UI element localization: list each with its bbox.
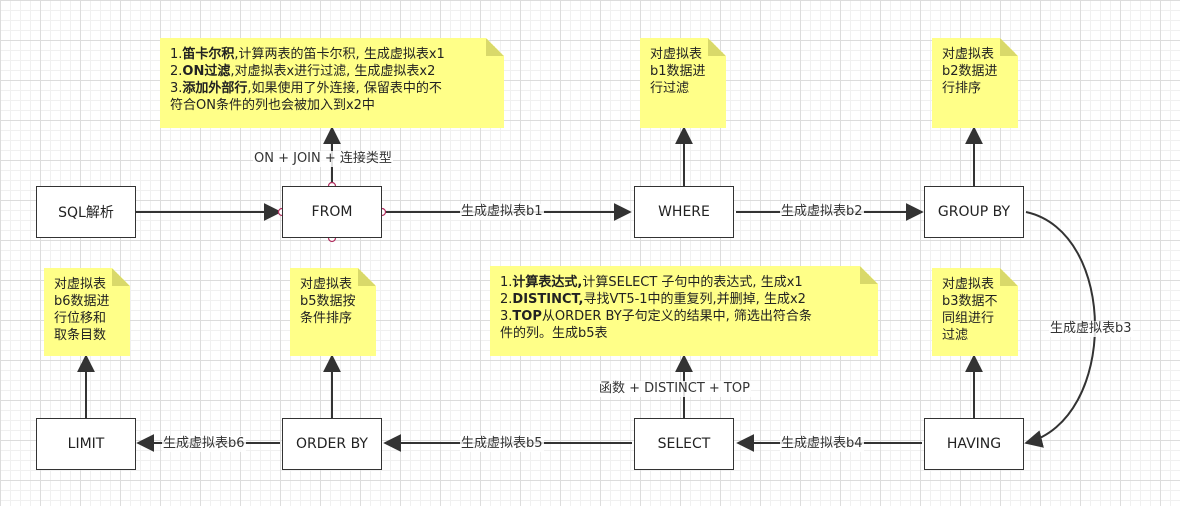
edge-label-from-up: ON + JOIN + 连接类型 xyxy=(253,151,393,167)
note-line: 取条目数 xyxy=(54,328,107,343)
edge-label-b4: 生成虚拟表b4 xyxy=(780,436,864,452)
edge-label-b2: 生成虚拟表b2 xyxy=(780,204,864,220)
note-line: 2.ON过滤,对虚拟表x进行过滤, 生成虚拟表x2 xyxy=(170,64,436,79)
note-line: 行过滤 xyxy=(650,81,690,96)
note-line: 对虚拟表 xyxy=(942,277,995,292)
node-group-by[interactable]: GROUP BY xyxy=(924,186,1024,238)
note-line: b3数据不 xyxy=(942,294,998,309)
node-where[interactable]: WHERE xyxy=(634,186,734,238)
note-line: 对虚拟表 xyxy=(650,47,703,62)
node-limit[interactable]: LIMIT xyxy=(36,418,136,470)
note-line: 1.笛卡尔积,计算两表的笛卡尔积, 生成虚拟表x1 xyxy=(170,47,445,62)
note-from: 1.笛卡尔积,计算两表的笛卡尔积, 生成虚拟表x1 2.ON过滤,对虚拟表x进行… xyxy=(160,38,504,128)
node-having[interactable]: HAVING xyxy=(924,418,1024,470)
note-line: b2数据进 xyxy=(942,64,998,79)
note-line: 行位移和 xyxy=(54,311,107,326)
note-line: 3.TOP从ORDER BY子句定义的结果中, 筛选出符合条 xyxy=(500,309,812,324)
note-line: 行排序 xyxy=(942,81,982,96)
note-line: 对虚拟表 xyxy=(54,277,107,292)
note-order-by: 对虚拟表 b5数据按 条件排序 xyxy=(290,268,376,356)
note-line: 对虚拟表 xyxy=(300,277,353,292)
note-line: 1.计算表达式,计算SELECT 子句中的表达式, 生成x1 xyxy=(500,275,803,290)
edge-label-b3: 生成虚拟表b3 xyxy=(1049,321,1133,337)
edge-label-b5: 生成虚拟表b5 xyxy=(460,436,544,452)
edge-label-select-up: 函数 + DISTINCT + TOP xyxy=(598,381,751,397)
note-line: 件的列。生成b5表 xyxy=(500,326,608,341)
note-select: 1.计算表达式,计算SELECT 子句中的表达式, 生成x1 2.DISTINC… xyxy=(490,266,878,356)
edge-label-b1: 生成虚拟表b1 xyxy=(460,204,544,220)
node-select[interactable]: SELECT xyxy=(634,418,734,470)
note-line: b5数据按 xyxy=(300,294,356,309)
note-group-by: 对虚拟表 b2数据进 行排序 xyxy=(932,38,1018,128)
node-order-by[interactable]: ORDER BY xyxy=(282,418,382,470)
note-line: 对虚拟表 xyxy=(942,47,995,62)
note-line: 2.DISTINCT,寻找VT5-1中的重复列,并删掉, 生成x2 xyxy=(500,292,806,307)
note-line: 3.添加外部行,如果使用了外连接, 保留表中的不 xyxy=(170,81,442,96)
note-line: 符合ON条件的列也会被加入到x2中 xyxy=(170,98,375,113)
node-sql-parse[interactable]: SQL解析 xyxy=(36,186,136,238)
note-line: b1数据进 xyxy=(650,64,706,79)
note-line: b6数据进 xyxy=(54,294,110,309)
note-where: 对虚拟表 b1数据进 行过滤 xyxy=(640,38,726,128)
edge-label-b6: 生成虚拟表b6 xyxy=(162,436,246,452)
note-having: 对虚拟表 b3数据不 同组进行 过滤 xyxy=(932,268,1018,356)
note-line: 同组进行 xyxy=(942,311,995,326)
note-limit: 对虚拟表 b6数据进 行位移和 取条目数 xyxy=(44,268,130,356)
note-line: 条件排序 xyxy=(300,311,353,326)
note-line: 过滤 xyxy=(942,328,969,343)
node-from[interactable]: FROM xyxy=(282,186,382,238)
